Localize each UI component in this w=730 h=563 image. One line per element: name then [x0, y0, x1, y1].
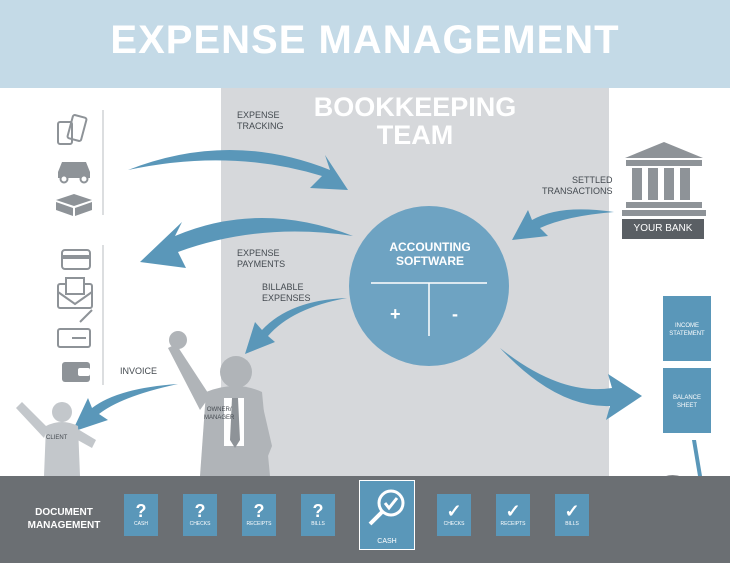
accounting-line2: SOFTWARE: [396, 254, 464, 268]
question-icon: ?: [253, 501, 265, 521]
expense-payments-label: EXPENSE PAYMENTS: [237, 248, 285, 270]
document-management-title: DOCUMENT MANAGEMENT: [14, 506, 114, 532]
credit-minus-sign: -: [452, 304, 458, 324]
your-bank-label: YOUR BANK: [622, 219, 704, 239]
mobile-devices-icon: [57, 114, 88, 145]
page-title: EXPENSE MANAGEMENT: [110, 18, 620, 62]
check-icon: ✓: [505, 501, 521, 521]
doc-caption: CHECKS: [443, 521, 465, 527]
doc-caption: CASH: [134, 521, 148, 527]
doc-mgmt-line2: MANAGEMENT: [27, 520, 101, 531]
balance-line1: BALANCE: [672, 395, 701, 401]
settled-transactions-line2: TRANSACTIONS: [542, 186, 613, 196]
checks-pending-doc: ? CHECKS: [183, 494, 217, 536]
doc-mgmt-line1: DOCUMENT: [35, 507, 93, 518]
bills-done-doc: ✓ BILLS: [555, 494, 589, 536]
question-icon: ?: [194, 501, 206, 521]
invoice-arrow: [72, 384, 178, 432]
question-icon: ?: [312, 501, 324, 521]
income-statement-doc: INCOME STATEMENT: [663, 296, 711, 361]
invoice-label: INVOICE: [120, 366, 158, 376]
doc-caption: BILLS: [565, 521, 579, 527]
doc-caption: RECEIPTS: [246, 521, 272, 527]
owner-manager-label: OWNER/ MANAGER: [204, 406, 234, 422]
debit-plus-sign: +: [390, 304, 401, 324]
doc-caption: RECEIPTS: [500, 521, 526, 527]
check-icon: ✓: [446, 501, 462, 521]
owner-line2: MANAGER: [204, 415, 235, 421]
billable-expenses-arrow: [245, 298, 347, 354]
expense-payments-line2: PAYMENTS: [237, 259, 286, 269]
balance-sheet-doc: BALANCE SHEET: [663, 368, 711, 433]
doc-caption: CHECKS: [189, 521, 211, 527]
income-line2: STATEMENT: [669, 331, 705, 337]
team-title-line2: TEAM: [376, 120, 454, 150]
client-figure: [16, 402, 96, 476]
accounting-line1: ACCOUNTING: [389, 240, 471, 254]
expense-tracking-line1: EXPENSE: [237, 110, 280, 120]
box-icon: [56, 194, 92, 216]
client-label: CLIENT: [46, 435, 68, 441]
settled-transactions-label: SETTLED TRANSACTIONS: [542, 175, 613, 197]
settled-transactions-arrow: [512, 209, 614, 240]
header-banner: [0, 0, 730, 88]
expense-payments-arrow: [140, 218, 353, 268]
settled-transactions-line1: SETTLED: [572, 175, 613, 185]
billable-expenses-label: BILLABLE EXPENSES: [262, 282, 311, 304]
car-icon: [58, 162, 90, 184]
check-pen-icon: [57, 309, 93, 348]
billable-expenses-line1: BILLABLE: [262, 282, 304, 292]
bills-pending-doc: ? BILLS: [301, 494, 335, 536]
expense-tracking-arrow: [128, 150, 348, 190]
cash-scan-doc: CASH: [359, 480, 415, 550]
expense-payments-line1: EXPENSE: [237, 248, 280, 258]
income-line1: INCOME: [675, 323, 699, 329]
checks-done-doc: ✓ CHECKS: [437, 494, 471, 536]
bank-icon: [622, 142, 706, 216]
cash-pending-doc: ? CASH: [124, 494, 158, 536]
check-icon: ✓: [564, 501, 580, 521]
owner-line1: OWNER/: [206, 407, 232, 413]
envelope-dollar-icon: [57, 277, 93, 309]
doc-caption: CASH: [377, 538, 397, 545]
receipts-pending-doc: ? RECEIPTS: [242, 494, 276, 536]
expense-tracking-label: EXPENSE TRACKING: [237, 110, 284, 132]
doc-caption: BILLS: [311, 521, 325, 527]
billable-expenses-line2: EXPENSES: [262, 293, 311, 303]
wallet-icon: [62, 362, 90, 382]
owner-manager-figure: [168, 331, 272, 476]
receipts-done-doc: ✓ RECEIPTS: [496, 494, 530, 536]
accounting-software-title: ACCOUNTING SOFTWARE: [355, 240, 505, 268]
magnifier-check-icon: [368, 489, 405, 526]
expense-tracking-line2: TRACKING: [237, 121, 284, 131]
team-title-line1: BOOKKEEPING: [313, 92, 517, 122]
statements-arrow: [500, 348, 642, 420]
question-icon: ?: [135, 501, 147, 521]
bookkeeping-team-title: BOOKKEEPING TEAM: [221, 93, 609, 149]
balance-line2: SHEET: [676, 403, 697, 409]
credit-card-icon: [61, 249, 91, 270]
